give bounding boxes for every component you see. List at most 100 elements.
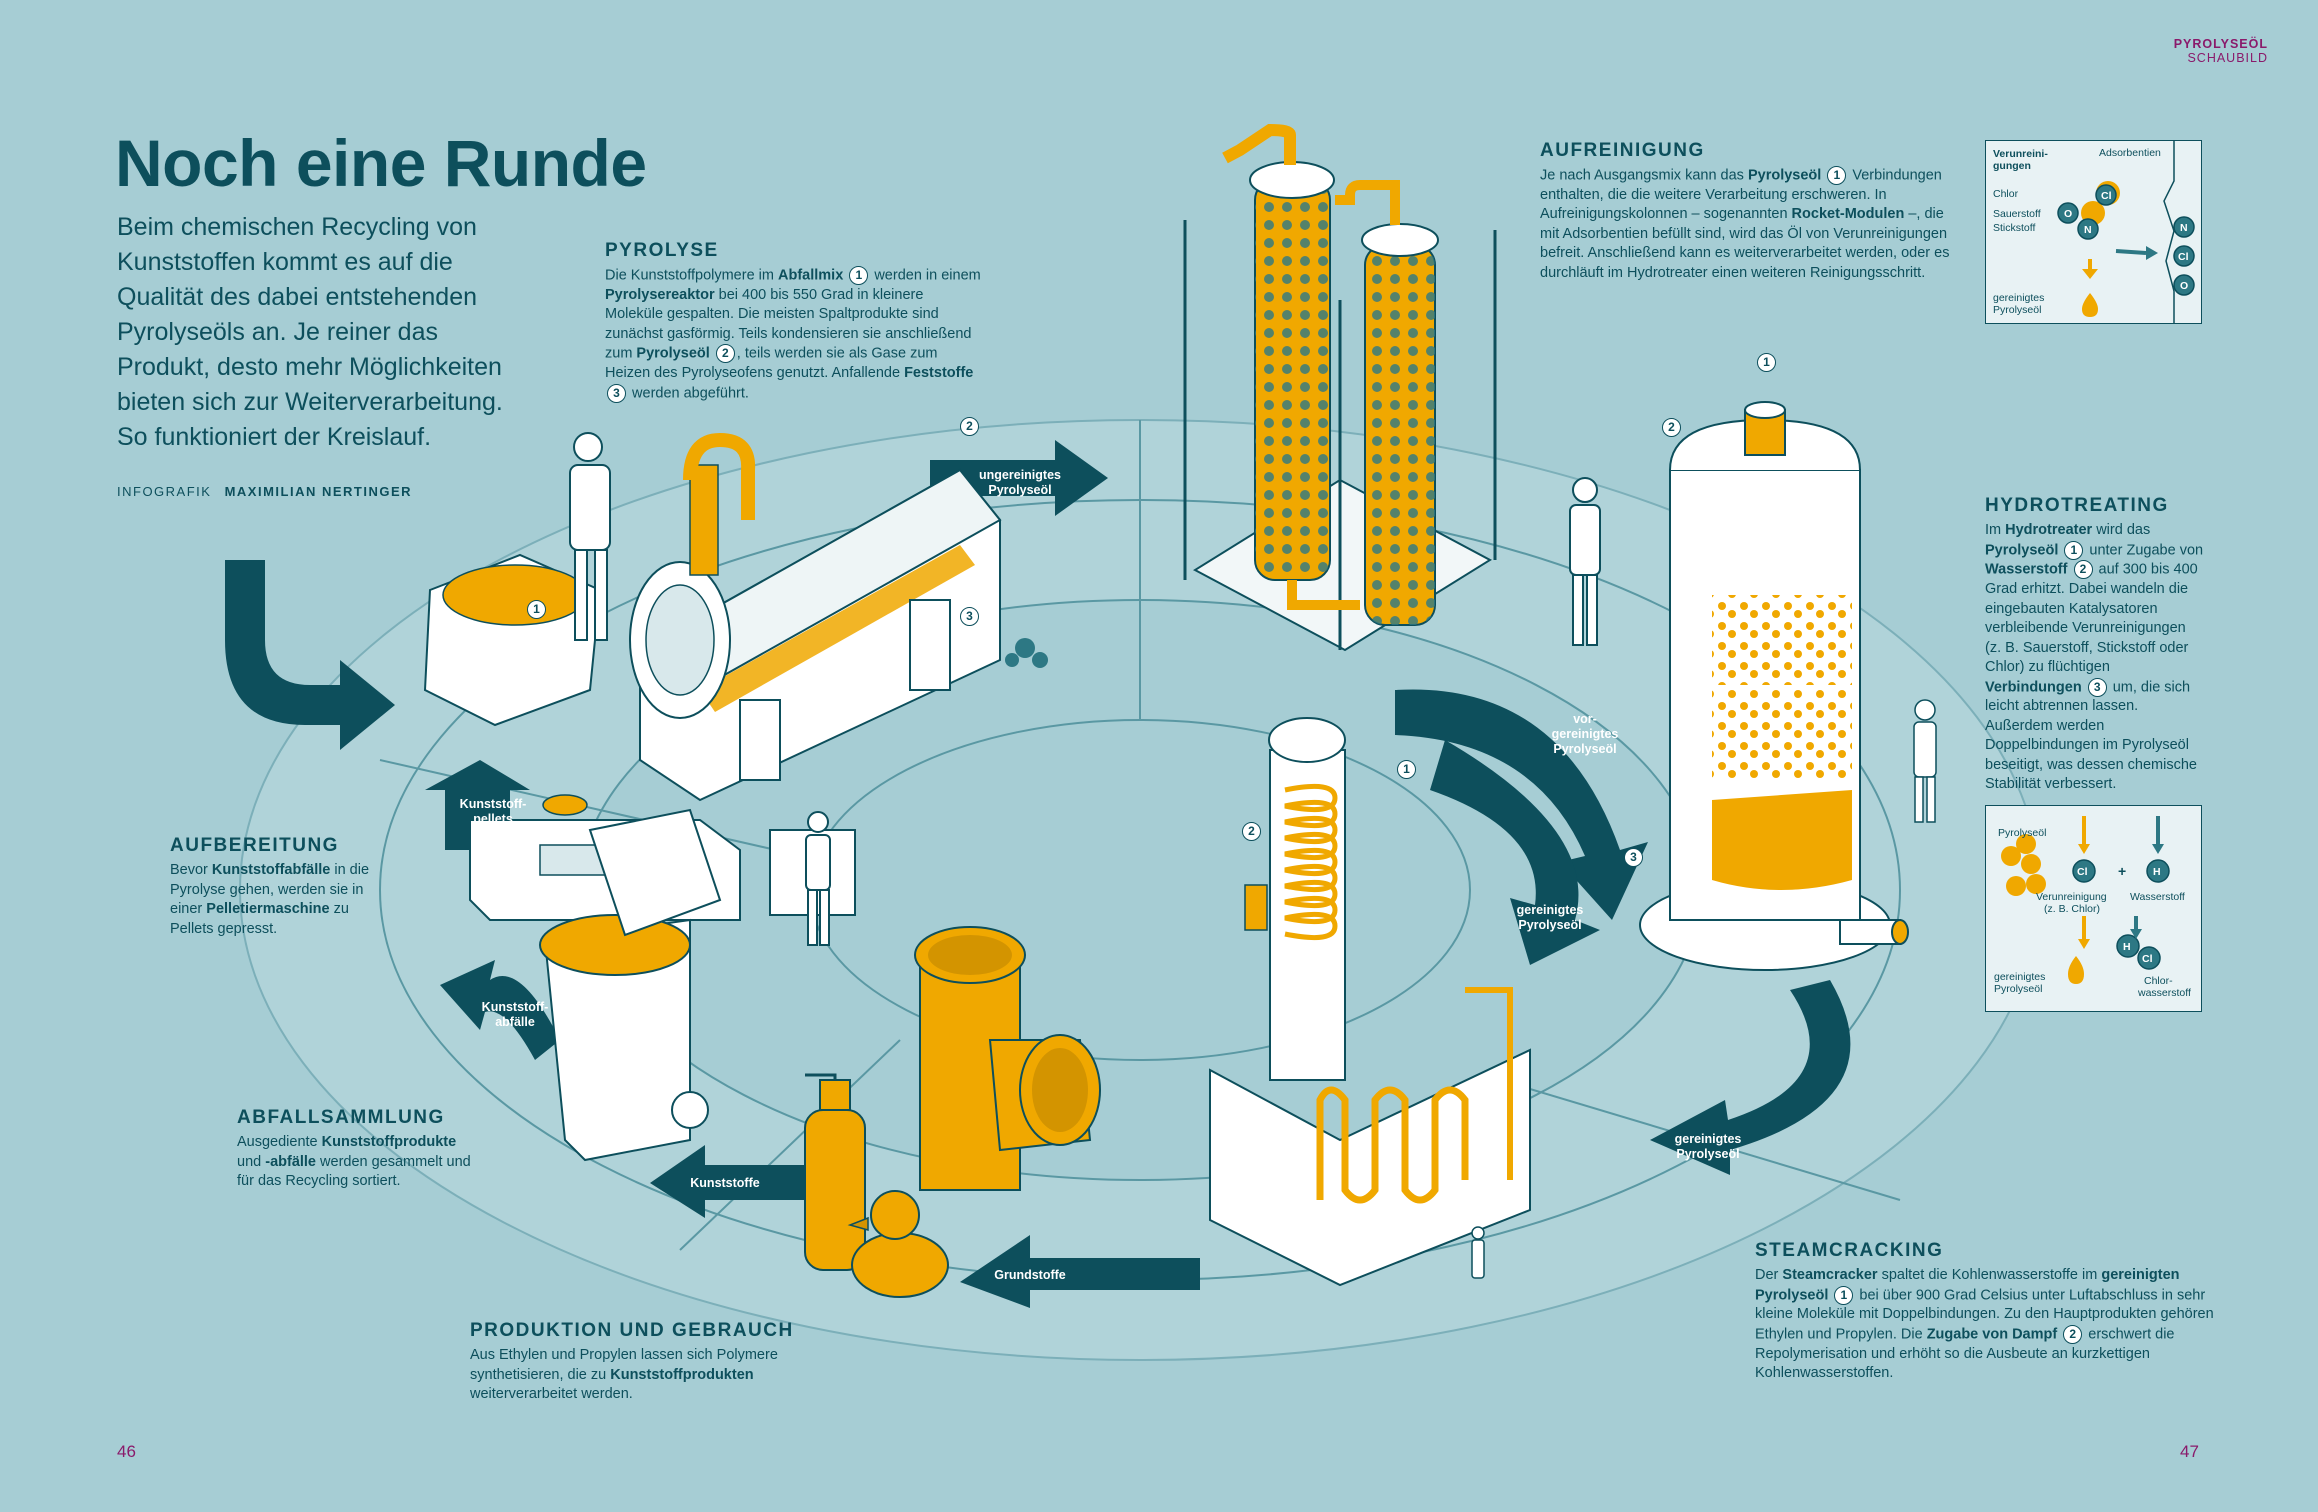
soap-bottle xyxy=(804,1073,866,1271)
inset-label-chlor: Chlor xyxy=(1993,188,2019,200)
inset-label-adsorbentien: Adsorbentien xyxy=(2099,147,2161,159)
arrow-label-gereinigtes-b: gereinigtes Pyrolyseöl xyxy=(1663,1132,1753,1162)
flow-arrows xyxy=(425,440,1851,1308)
inset-label-verunreinigungen-2: gungen xyxy=(1993,160,2031,172)
marker-abfallmix: 1 xyxy=(527,600,546,619)
steamcracking-body: Der Steamcracker spaltet die Kohlenwasse… xyxy=(1755,1267,2214,1382)
inset2-label-gereinigtes-2: Pyrolyseöl xyxy=(1994,983,2042,995)
section-produktion: PRODUKTION UND GEBRAUCH Aus Ethylen und … xyxy=(470,1320,810,1405)
produktion-title: PRODUKTION UND GEBRAUCH xyxy=(470,1320,794,1341)
section-pyrolyse: PYROLYSE Die Kunststoffpolymere im Abfal… xyxy=(605,240,985,403)
tag-title: PYROLYSEÖL xyxy=(2173,37,2268,51)
inset-hydrotreating-diagram: Pyrolyseöl Verunreinigung (z. B. Chlor) … xyxy=(1994,816,2191,999)
section-aufreinigung: AUFREINIGUNG Je nach Ausgangsmix kann da… xyxy=(1540,140,1960,283)
arrow-gereinigtes-b xyxy=(1650,980,1851,1175)
inset-label-verunreinigungen-1: Verunreini- xyxy=(1993,148,2048,160)
marker-hydro-compounds: 3 xyxy=(1624,848,1643,867)
arrow-label-kunststoffabfaelle: Kunststoff- abfälle xyxy=(470,1000,560,1030)
inset2-atom-cl: Cl xyxy=(2077,866,2088,878)
arrow-label-kunststoffpellets: Kunststoff- pellets xyxy=(448,797,538,827)
inset-label-gereinigtes-2: Pyrolyseöl xyxy=(1993,304,2041,316)
atom-n: N xyxy=(2084,224,2092,236)
vorgereinigtes-line1: vor- xyxy=(1573,712,1597,726)
vorgereinigtes-line3: Pyrolyseöl xyxy=(1553,742,1617,756)
abfallsammlung-title: ABFALLSAMMLUNG xyxy=(237,1107,445,1128)
marker-pyrolyseoel: 2 xyxy=(960,417,979,436)
inset2-plus: + xyxy=(2118,863,2126,879)
steamcracker xyxy=(1209,717,1531,1287)
purification-columns xyxy=(1183,123,1497,652)
gereinigtes-b-line2: Pyrolyseöl xyxy=(1676,1147,1740,1161)
inset2-label-verunreinigung-2: (z. B. Chlor) xyxy=(2044,903,2100,915)
hydrotreating-body: Im Hydrotreater wird das Pyrolyseöl 1 un… xyxy=(1985,522,2204,793)
section-steamcracking: STEAMCRACKING Der Steamcracker spaltet d… xyxy=(1755,1240,2225,1384)
kunststoffabfaelle-line1: Kunststoff- xyxy=(481,1000,549,1014)
inset2-label-wasserstoff: Wasserstoff xyxy=(2130,891,2185,903)
marker-steam-oil: 1 xyxy=(1397,760,1416,779)
inset-purification-diagram: Verunreini- gungen Adsorbentien Chlor Sa… xyxy=(1993,141,2195,323)
inspector-figure xyxy=(1569,477,1601,646)
abfallsammlung-body: Ausgediente Kunststoffprodukte und -abfä… xyxy=(237,1134,471,1189)
kunststoffabfaelle-line2: abfälle xyxy=(495,1015,535,1029)
inset2-label-chlorwasserstoff-1: Chlor- xyxy=(2144,975,2173,987)
arrow-label-vorgereinigtes: vor- gereinigtes Pyrolyseöl xyxy=(1540,712,1630,757)
gereinigtes-b-line1: gereinigtes xyxy=(1674,1132,1742,1146)
arrow-label-grundstoffe: Grundstoffe xyxy=(994,1268,1066,1282)
tag-subtitle: SCHAUBILD xyxy=(2187,51,2268,65)
arrow-kunststoffe xyxy=(650,1145,830,1218)
inset-label-sauerstoff: Sauerstoff xyxy=(1993,208,2041,220)
credit-line: INFOGRAFIK MAXIMILIAN NERTINGER xyxy=(117,484,412,499)
steamcracking-title: STEAMCRACKING xyxy=(1755,1240,1944,1261)
arrow-label-gereinigtes-a: gereinigtes Pyrolyseöl xyxy=(1505,903,1595,933)
arrow-grundstoffe xyxy=(960,1235,1200,1308)
section-tag: PYROLYSEÖL SCHAUBILD xyxy=(2174,37,2268,65)
waste-big-bag xyxy=(423,553,602,727)
small-figures xyxy=(1471,699,1937,1279)
aufreinigung-body: Je nach Ausgangsmix kann das Pyrolyseöl … xyxy=(1540,166,1950,281)
hydrotreater xyxy=(1639,401,1909,971)
rubber-duck xyxy=(847,1190,949,1298)
marker-feststoffe: 3 xyxy=(960,607,979,626)
pyrolysis-reactor xyxy=(629,432,1048,802)
inflow-arrow xyxy=(225,560,395,750)
kunststoffpellets-line1: Kunststoff- xyxy=(459,797,527,811)
pyrolyse-title: PYROLYSE xyxy=(605,240,719,261)
pipe-t-piece xyxy=(914,926,1101,1191)
atom-o: O xyxy=(2064,208,2072,220)
marker-hydro-h2: 2 xyxy=(1662,418,1681,437)
page-number-left: 46 xyxy=(117,1442,136,1461)
intro-text: Beim chemischen Recycling von Kunststoff… xyxy=(117,213,503,451)
arrow-ungereinigtes xyxy=(930,440,1108,516)
kunststoffpellets-line2: pellets xyxy=(473,812,513,826)
inset2-label-verunreinigung-1: Verunreinigung xyxy=(2036,891,2107,903)
inset-hydrotreating: Pyrolyseöl Verunreinigung (z. B. Chlor) … xyxy=(1985,805,2202,1012)
atom-o-out: O xyxy=(2180,280,2188,292)
inset2-label-chlorwasserstoff-2: wasserstoff xyxy=(2137,987,2191,999)
pyrolyse-body: Die Kunststoffpolymere im Abfallmix 1 we… xyxy=(605,266,981,403)
produktion-body: Aus Ethylen und Propylen lassen sich Pol… xyxy=(470,1347,778,1402)
atom-n-out: N xyxy=(2180,222,2188,234)
section-hydrotreating: HYDROTREATING Im Hydrotreater wird das P… xyxy=(1985,495,2205,795)
worker-figure xyxy=(569,432,611,641)
page-title: Noch eine Runde xyxy=(115,126,647,200)
section-abfallsammlung: ABFALLSAMMLUNG Ausgediente Kunststoffpro… xyxy=(237,1107,472,1192)
atom-cl: Cl xyxy=(2101,190,2112,202)
inset2-label-gereinigtes-1: gereinigtes xyxy=(1994,971,2045,983)
marker-steam-dampf: 2 xyxy=(1242,822,1261,841)
atom-cl-out: Cl xyxy=(2178,251,2189,263)
gereinigtes-a-line1: gereinigtes xyxy=(1516,903,1584,917)
credit-label: INFOGRAFIK xyxy=(117,484,212,499)
inset-label-stickstoff: Stickstoff xyxy=(1993,222,2035,234)
section-aufbereitung: AUFBEREITUNG Bevor Kunststoffabfälle in … xyxy=(170,835,380,939)
inset-purification: Verunreini- gungen Adsorbentien Chlor Sa… xyxy=(1985,140,2202,324)
inset2-atom-h: H xyxy=(2153,866,2161,878)
page-number-right: 47 xyxy=(2180,1442,2199,1461)
vorgereinigtes-line2: gereinigtes xyxy=(1551,727,1619,741)
arrow-abfaelle xyxy=(440,960,560,1060)
aufbereitung-title: AUFBEREITUNG xyxy=(170,835,339,856)
arrow-gereinigtes-a xyxy=(1430,740,1600,965)
operator-figure xyxy=(805,811,831,946)
aufreinigung-title: AUFREINIGUNG xyxy=(1540,140,1705,161)
inset-label-gereinigtes-1: gereinigtes xyxy=(1993,292,2044,304)
